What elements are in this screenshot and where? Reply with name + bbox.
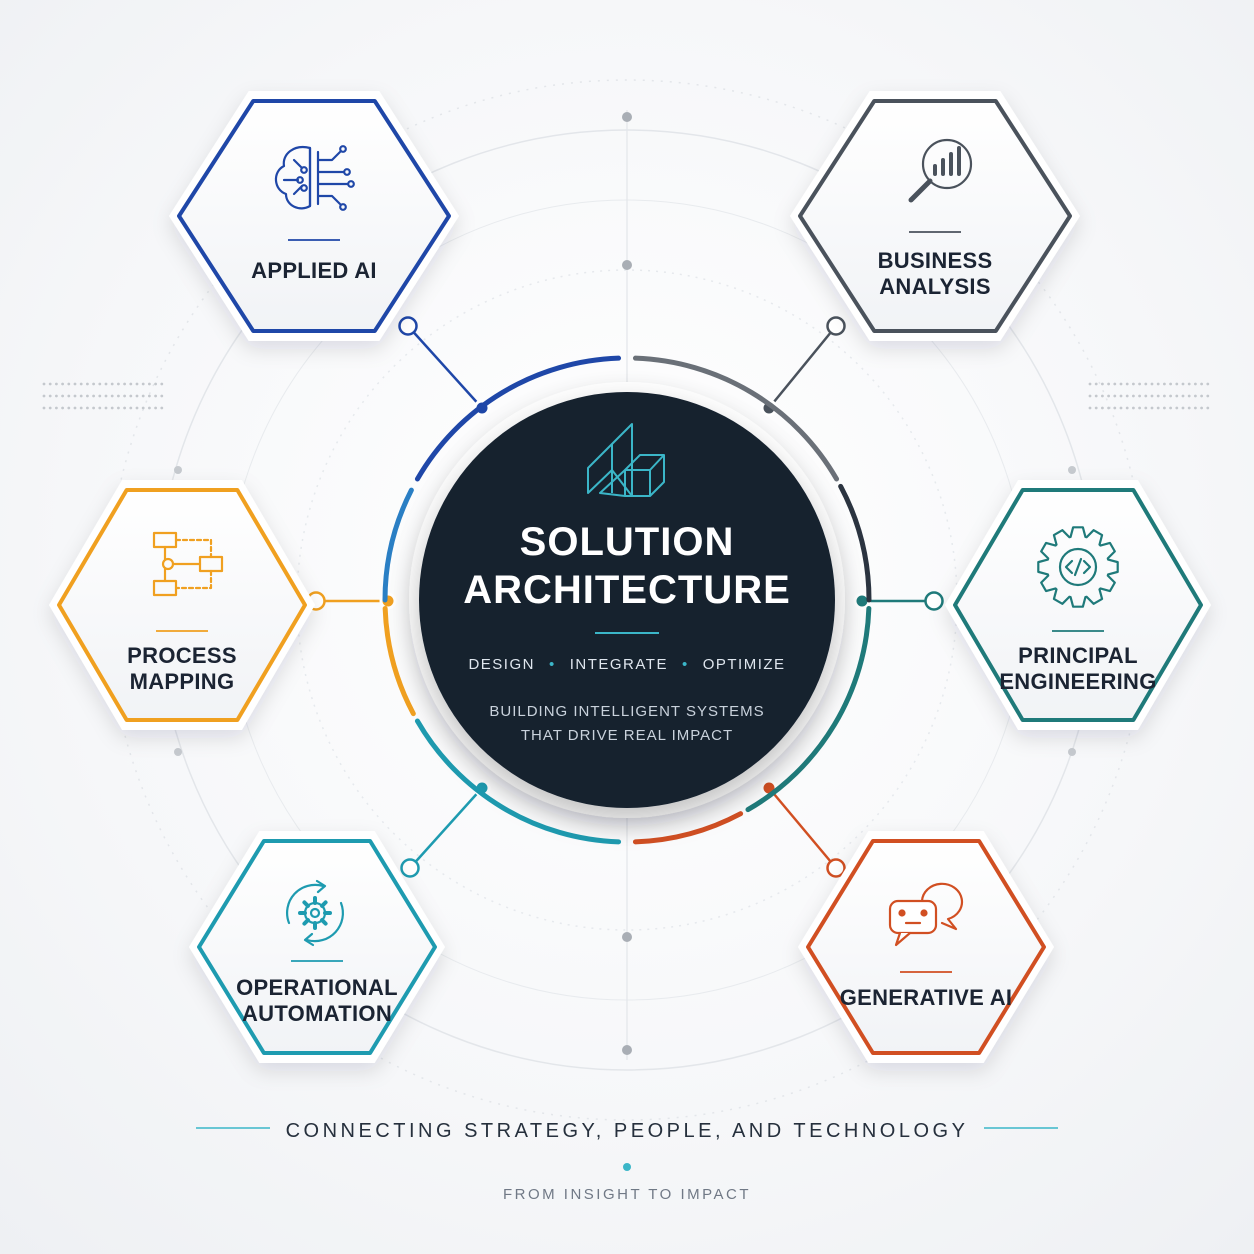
ring-arc bbox=[414, 355, 622, 482]
gear-cycle-icon bbox=[286, 879, 344, 947]
node-label-applied-ai: APPLIED AI bbox=[251, 258, 377, 283]
pillar-separator: • bbox=[548, 656, 556, 673]
node-label-process-mapping: PROCESS MAPPING bbox=[127, 643, 237, 694]
hexagon-applied-ai bbox=[169, 91, 459, 341]
center-tagline: BUILDING INTELLIGENT SYSTEMS THAT DRIVE … bbox=[489, 700, 764, 748]
connector-line bbox=[407, 325, 483, 409]
footer-subline: FROM INSIGHT TO IMPACT bbox=[502, 1186, 752, 1203]
hexagon-process-mapping bbox=[49, 480, 315, 730]
node-label-business-analysis: BUSINESS ANALYSIS bbox=[877, 248, 993, 299]
connector-port bbox=[398, 316, 418, 336]
hexagon-principal-engineering bbox=[945, 480, 1211, 730]
ring-arc bbox=[745, 605, 872, 813]
pillar-separator: • bbox=[681, 656, 689, 673]
magnifier-chart-icon bbox=[908, 138, 973, 203]
connector-port bbox=[400, 858, 420, 878]
gear-code-icon bbox=[1037, 526, 1119, 608]
ring-arc bbox=[382, 487, 414, 603]
pillar-optimize: OPTIMIZE bbox=[702, 656, 786, 673]
dot-grid-decoration bbox=[42, 382, 1210, 410]
hexagon-generative-ai bbox=[798, 831, 1054, 1063]
center-title-line1: SOLUTION bbox=[519, 520, 735, 564]
hexagon-operational-automation bbox=[189, 831, 445, 1063]
chat-bot-icon bbox=[888, 882, 964, 947]
connector-line bbox=[768, 787, 837, 869]
node-label-generative-ai: GENERATIVE AI bbox=[839, 985, 1013, 1010]
hexagon-business-analysis bbox=[790, 91, 1080, 341]
center-ring bbox=[382, 355, 872, 845]
pillar-design: DESIGN bbox=[468, 656, 535, 673]
brain-circuit-icon bbox=[274, 145, 355, 211]
footer-rules bbox=[196, 1127, 1058, 1171]
connector-port bbox=[826, 316, 846, 336]
footer-headline: CONNECTING STRATEGY, PEOPLE, AND TECHNOL… bbox=[285, 1120, 969, 1142]
flowchart-icon bbox=[152, 531, 224, 597]
connector-line bbox=[409, 787, 483, 869]
ring-arc bbox=[632, 811, 744, 845]
connector-line bbox=[768, 325, 837, 409]
ring-arc bbox=[414, 718, 622, 845]
center-tagline-line1: BUILDING INTELLIGENT SYSTEMS bbox=[489, 703, 765, 720]
center-disc bbox=[409, 382, 845, 818]
node-label-operational-automation: OPERATIONAL AUTOMATION bbox=[236, 975, 398, 1026]
ring-arc bbox=[632, 355, 840, 482]
center-title-line2: ARCHITECTURE bbox=[463, 568, 791, 612]
connectors bbox=[306, 316, 944, 878]
pillar-integrate: INTEGRATE bbox=[569, 656, 668, 673]
connector-port bbox=[924, 591, 944, 611]
connector-port bbox=[826, 858, 846, 878]
connector-node bbox=[763, 782, 775, 794]
node-label-principal-engineering: PRINCIPAL ENGINEERING bbox=[999, 643, 1157, 694]
connector-node bbox=[856, 595, 868, 607]
center-pillars: DESIGN • INTEGRATE • OPTIMIZE bbox=[468, 656, 785, 673]
ring-arc bbox=[838, 483, 872, 603]
ring-arc bbox=[382, 605, 416, 717]
center-tagline-line2: THAT DRIVE REAL IMPACT bbox=[520, 727, 734, 744]
capability-hexagons bbox=[49, 91, 1211, 1063]
building-icon bbox=[587, 423, 665, 497]
